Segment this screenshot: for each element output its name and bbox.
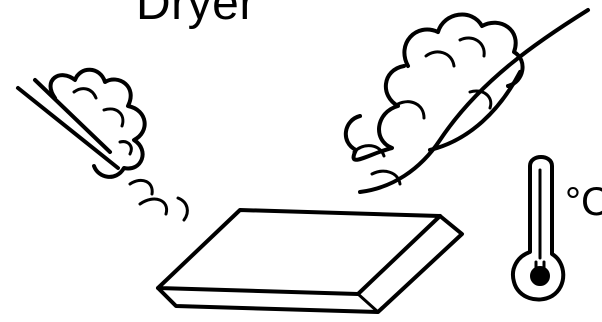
thermometer-icon — [513, 157, 563, 300]
paper-sheets-icon — [158, 210, 462, 312]
steam-cloud-left-icon — [18, 70, 187, 220]
temperature-unit-label: °C — [565, 180, 602, 224]
